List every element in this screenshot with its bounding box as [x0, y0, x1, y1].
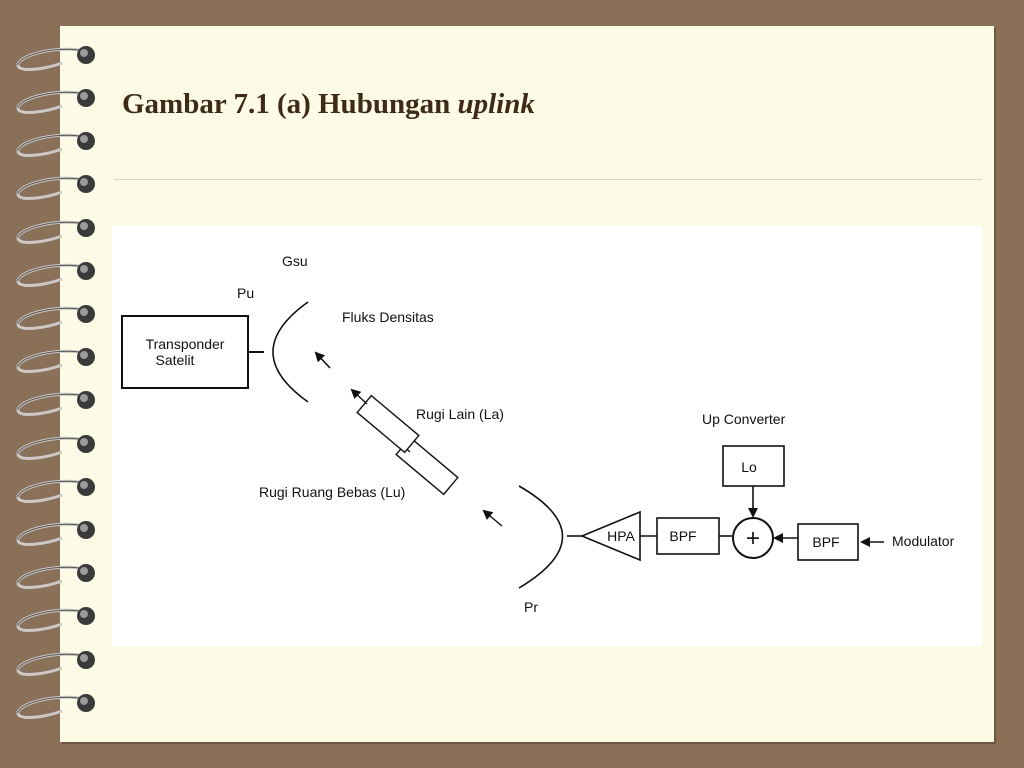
rugi-lain-block: [356, 394, 420, 454]
title-italic-text: uplink: [457, 88, 535, 120]
earth-station-antenna-dish: [518, 485, 564, 589]
spiral-ring: [16, 564, 95, 589]
flux-arrow: [314, 351, 331, 369]
pr-label: Pr: [524, 599, 538, 615]
mixer-summing-junction: +: [732, 517, 774, 559]
spiral-ring: [16, 348, 95, 373]
spiral-ring: [16, 175, 95, 200]
spiral-ring: [16, 46, 95, 71]
hpa-label: HPA: [607, 528, 635, 544]
spiral-ring: [16, 219, 95, 244]
fluks-densitas-label: Fluks Densitas: [342, 309, 434, 325]
spiral-ring: [16, 435, 95, 460]
transponder-label-line1: Transponder: [146, 336, 225, 352]
bpf-block-2: BPF: [797, 523, 859, 561]
bpf1-label: BPF: [669, 528, 696, 544]
path-arrow-lower: [482, 509, 503, 527]
spiral-ring: [16, 607, 95, 632]
mixer-symbol: +: [746, 525, 760, 552]
title-divider: [114, 179, 982, 180]
spiral-ring: [16, 305, 95, 330]
spiral-ring: [16, 651, 95, 676]
uplink-diagram: Transponder Satelit Gsu Pu Fluks Densita…: [112, 226, 982, 646]
pu-label: Pu: [237, 285, 254, 301]
spiral-ring: [16, 478, 95, 503]
spiral-ring: [16, 132, 95, 157]
title-text: Gambar 7.1 (a) Hubungan: [122, 88, 458, 120]
spiral-ring: [16, 262, 95, 287]
modulator-label: Modulator: [892, 533, 955, 549]
transponder-label-line2: Satelit: [156, 352, 195, 368]
slide-title: Gambar 7.1 (a) Hubungan uplink: [122, 88, 535, 121]
path-arrow-upper: [350, 388, 368, 405]
bpf-block-1: BPF: [656, 517, 720, 555]
spiral-ring: [16, 391, 95, 416]
up-converter-label: Up Converter: [702, 411, 786, 427]
hpa-amplifier: HPA: [579, 510, 641, 562]
rugi-lain-label: Rugi Lain (La): [416, 406, 504, 422]
lo-label: Lo: [741, 459, 757, 475]
rugi-ruang-bebas-label: Rugi Ruang Bebas (Lu): [259, 484, 405, 500]
spiral-ring: [16, 521, 95, 546]
transponder-satelit-block: Transponder Satelit: [121, 315, 249, 389]
gsu-label: Gsu: [282, 253, 308, 269]
local-oscillator-block: Lo: [722, 445, 785, 487]
spiral-binding: [16, 46, 95, 719]
spiral-ring: [16, 694, 95, 719]
satellite-antenna-dish: [272, 301, 309, 403]
spiral-ring: [16, 89, 95, 114]
bpf2-label: BPF: [812, 534, 839, 550]
